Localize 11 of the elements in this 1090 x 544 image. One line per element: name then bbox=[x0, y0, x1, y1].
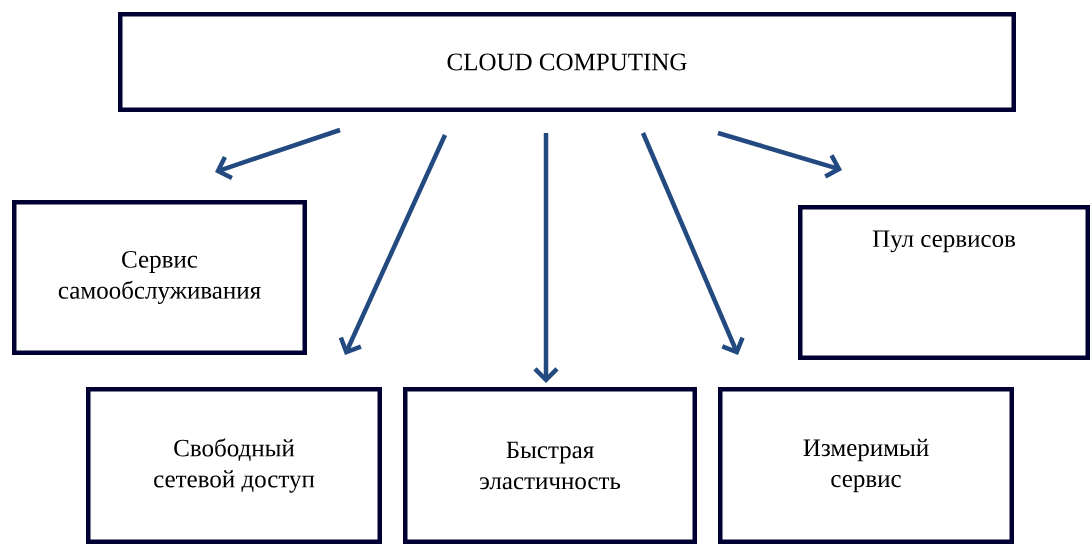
arrow bbox=[640, 132, 745, 355]
arrow bbox=[338, 134, 448, 355]
arrow bbox=[215, 127, 341, 180]
process-box: Сервис самообслуживания bbox=[12, 200, 307, 355]
arrow bbox=[717, 130, 842, 179]
process-box: Пул сервисов bbox=[798, 205, 1090, 360]
process-box: Свободный сетевой доступ bbox=[86, 387, 382, 544]
process-box: Измеримый сервис bbox=[718, 387, 1014, 544]
arrow bbox=[533, 133, 559, 383]
process-box: Быстрая эластичность bbox=[403, 387, 697, 544]
process-box: CLOUD COMPUTING bbox=[118, 12, 1016, 112]
